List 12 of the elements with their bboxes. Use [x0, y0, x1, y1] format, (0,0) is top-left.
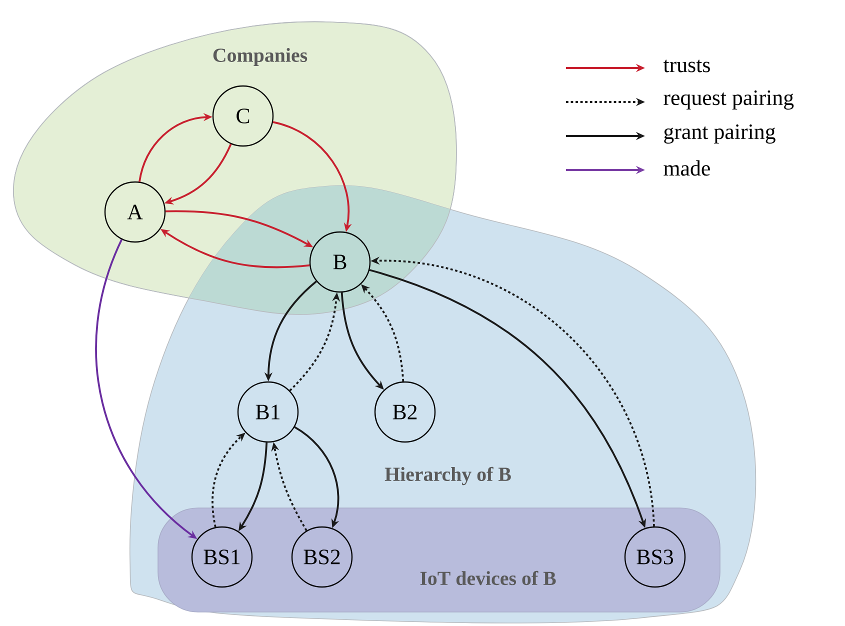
circle-node: B2: [374, 381, 436, 443]
circle-node: C: [212, 85, 274, 147]
circle-node: BS1: [191, 526, 253, 588]
legend-label: grant pairing: [664, 124, 776, 144]
circle-node: BS2: [291, 526, 353, 588]
circle-node: B1: [237, 381, 299, 443]
circle-node: B: [309, 231, 371, 293]
legend-label: made: [664, 160, 710, 176]
circle-node: BS3: [624, 526, 686, 588]
legend-label: trusts: [663, 60, 710, 72]
legend-label: request pairing: [664, 90, 794, 110]
circle-node: A: [104, 181, 166, 243]
